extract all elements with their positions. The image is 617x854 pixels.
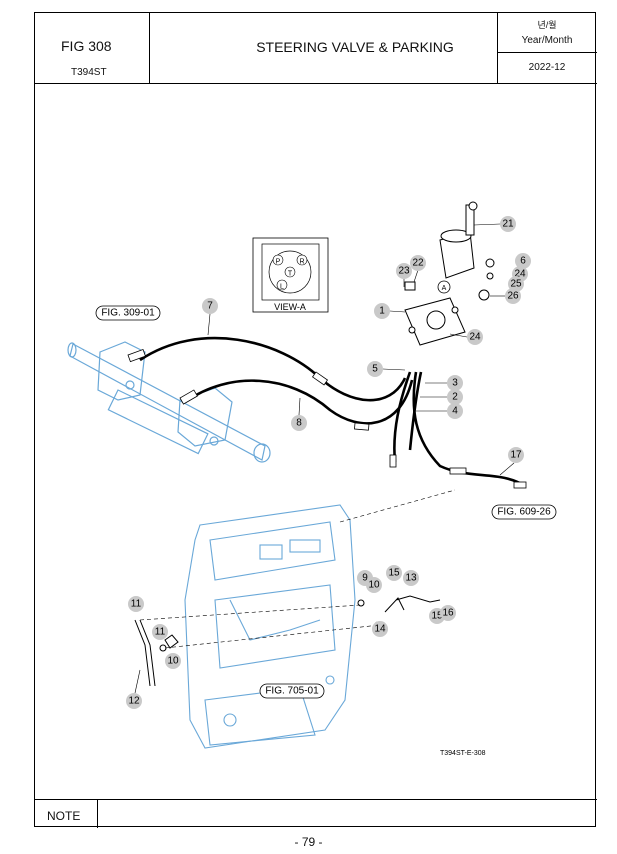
svg-text:11: 11 [131, 599, 142, 610]
steering-cylinder [67, 341, 271, 463]
hose-fittings [127, 349, 527, 489]
svg-text:16: 16 [442, 608, 454, 619]
drawing-code: T394ST-E-308 [440, 750, 486, 757]
note-divider [97, 799, 98, 828]
svg-text:17: 17 [510, 450, 522, 461]
ref-fig-609-26[interactable]: FIG. 609-26 [491, 504, 557, 520]
svg-text:10: 10 [368, 580, 380, 591]
callout-7[interactable]: 6 [515, 253, 531, 269]
svg-text:24: 24 [469, 332, 481, 343]
callout-12[interactable]: 11 [128, 596, 144, 612]
callout-24b[interactable]: 24 [449, 329, 483, 345]
note-top-line [35, 799, 597, 800]
svg-text:FIG. 309-01: FIG. 309-01 [101, 308, 155, 319]
page-title: STEERING VALVE & PARKING [256, 39, 454, 55]
leader-lines [139, 489, 456, 649]
svg-text:1: 1 [379, 306, 385, 317]
svg-text:26: 26 [507, 291, 519, 302]
note-label: NOTE [47, 809, 81, 823]
figure-number: FIG 308 [61, 38, 112, 54]
callout-6[interactable]: 5 [367, 361, 406, 377]
hydraulic-hoses [139, 336, 526, 488]
callout-21[interactable]: 17 [499, 447, 524, 476]
port-a-marker: A [437, 280, 451, 294]
chassis-frame [184, 504, 356, 749]
svg-text:6: 6 [520, 256, 526, 267]
svg-text:24: 24 [514, 269, 526, 280]
callout-13[interactable]: 12 [126, 669, 142, 709]
header-bottom-line [35, 83, 597, 84]
port-l-label: L [280, 284, 284, 291]
ref-fig-705-01[interactable]: FIG. 705-01 [259, 683, 325, 699]
svg-text:9: 9 [362, 573, 368, 584]
parking-linkage [134, 595, 443, 687]
ref-fig-309-01[interactable]: FIG. 309-01 [95, 305, 161, 321]
svg-text:22: 22 [412, 258, 424, 269]
port-r-label: R [299, 259, 304, 266]
svg-text:11: 11 [155, 627, 166, 638]
view-a-label: VIEW-A [274, 302, 306, 312]
callout-22[interactable]: 22 [410, 255, 426, 283]
callout-1[interactable]: 1 [374, 303, 406, 319]
svg-text:8: 8 [296, 418, 302, 429]
callout-15a[interactable]: 14 [372, 621, 388, 637]
page-number: - 79 - [294, 835, 323, 849]
svg-text:FIG. 705-01: FIG. 705-01 [265, 686, 319, 697]
header-divider [497, 52, 597, 53]
callout-14[interactable]: 13 [403, 570, 419, 586]
svg-text:7: 7 [207, 301, 213, 312]
page-frame: FIG 308 T394ST STEERING VALVE & PARKING … [34, 12, 597, 828]
svg-text:21: 21 [502, 219, 514, 230]
steering-valve [404, 201, 495, 346]
callout-17[interactable]: 16 [440, 605, 456, 621]
svg-text:14: 14 [374, 624, 386, 635]
port-t-label: T [288, 271, 293, 278]
year-month-korean: 년/월 [537, 20, 557, 30]
callout-5[interactable]: 4 [416, 403, 463, 419]
svg-text:FIG. 609-26: FIG. 609-26 [497, 507, 551, 518]
callouts: 1 21 2 3 4 5 6 7 8 9 10 10 11 11 12 13 1… [126, 216, 531, 709]
callout-9[interactable]: 8 [291, 397, 307, 431]
svg-text:23: 23 [398, 266, 410, 277]
callout-11a[interactable]: 10 [366, 577, 382, 593]
svg-text:4: 4 [452, 406, 458, 417]
svg-text:15: 15 [431, 611, 443, 622]
revision-date: 2022-12 [528, 62, 566, 73]
model-code: T394ST [71, 67, 107, 78]
svg-text:10: 10 [167, 656, 179, 667]
svg-text:2: 2 [452, 392, 458, 403]
callout-2[interactable]: 21 [473, 216, 516, 232]
year-month-label: Year/Month [521, 35, 573, 46]
header-divider [497, 13, 498, 83]
svg-text:25: 25 [510, 279, 522, 290]
view-a-detail: P R T L VIEW-A [252, 237, 329, 313]
svg-text:15: 15 [388, 568, 400, 579]
callout-25[interactable]: 25 [508, 276, 524, 292]
callout-4[interactable]: 3 [425, 375, 463, 391]
svg-text:12: 12 [128, 696, 140, 707]
svg-text:A: A [442, 285, 447, 292]
callout-26[interactable]: 26 [490, 288, 521, 304]
callout-8[interactable]: 7 [202, 298, 218, 336]
callout-11b[interactable]: 11 [152, 624, 168, 640]
callout-3[interactable]: 2 [420, 389, 463, 405]
svg-text:13: 13 [405, 573, 417, 584]
svg-text:5: 5 [372, 364, 378, 375]
callout-10b[interactable]: 10 [165, 653, 181, 669]
header-divider [149, 13, 150, 83]
port-p-label: P [276, 259, 281, 266]
callout-16[interactable]: 15 [386, 565, 402, 581]
callout-23[interactable]: 23 [396, 263, 412, 287]
svg-text:3: 3 [452, 378, 458, 389]
